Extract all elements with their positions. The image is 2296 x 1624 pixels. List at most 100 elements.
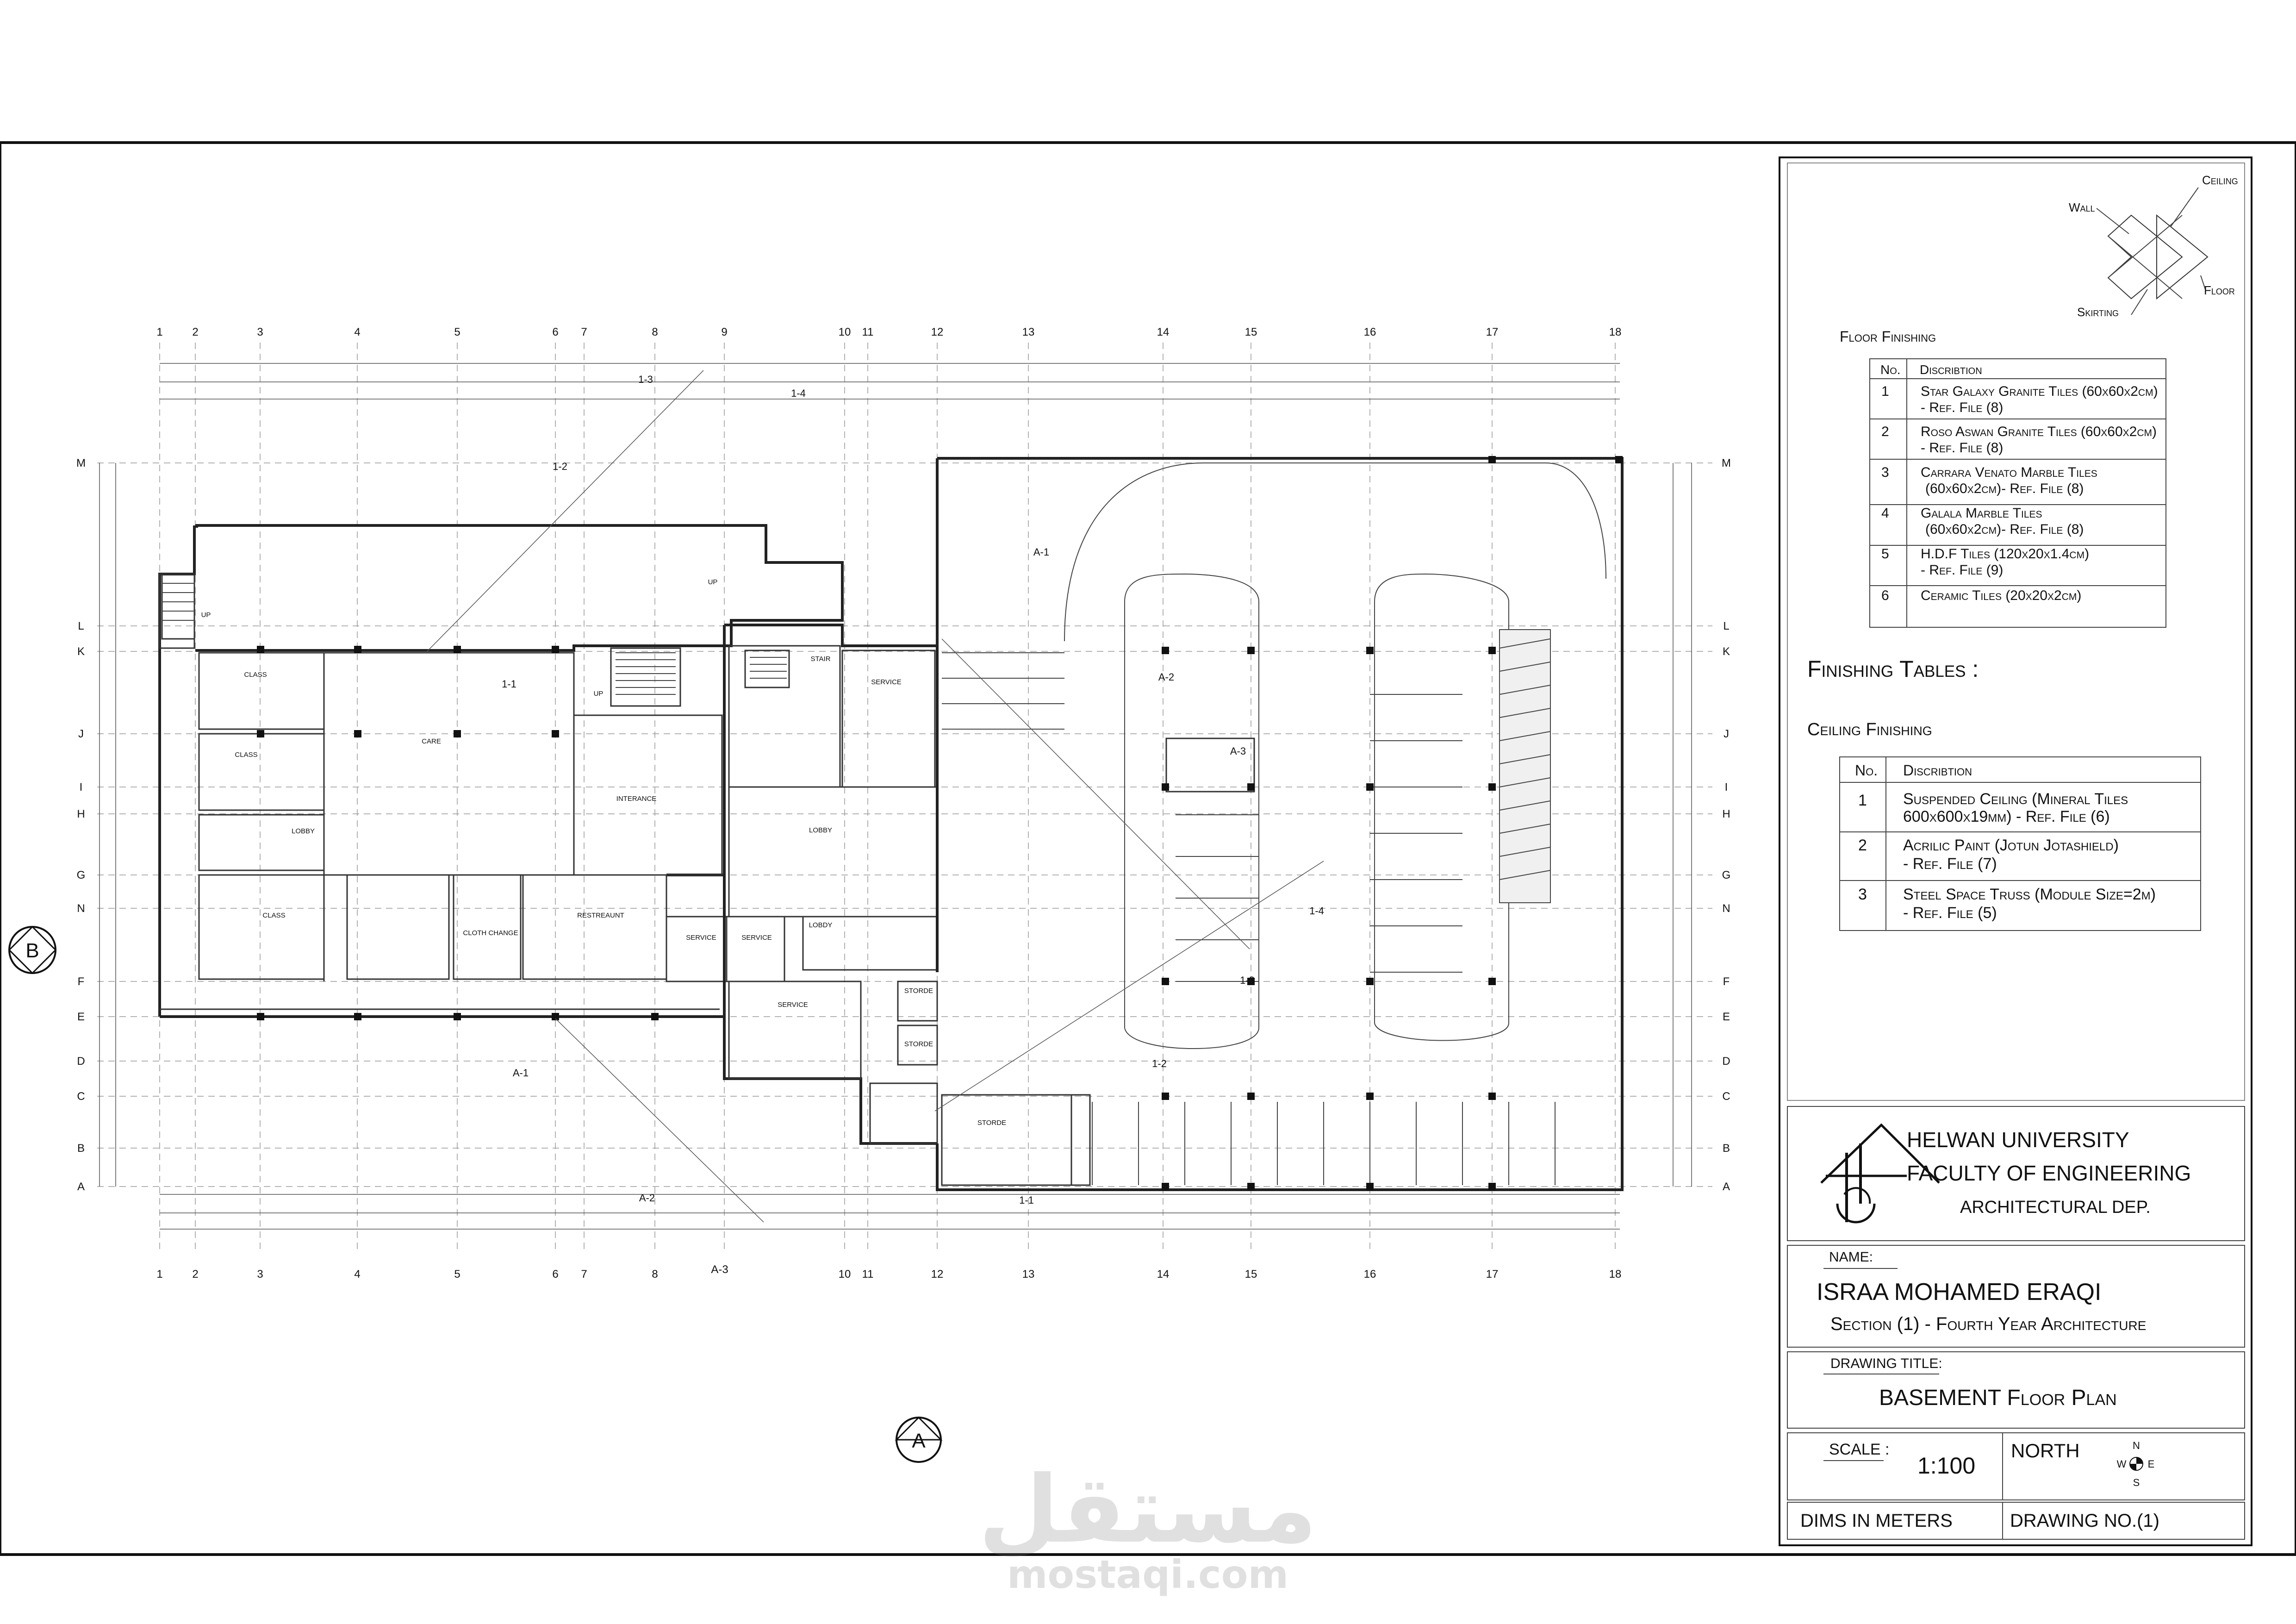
grid-row-label: N [77, 902, 85, 915]
room-label-service: SERVICE [686, 934, 716, 942]
room-label-up: UP [201, 611, 211, 619]
watermark-latin: mostaqi.com [1007, 1552, 1288, 1597]
section-label: 1-3 [638, 374, 653, 385]
grid-row-label: D [1722, 1055, 1730, 1068]
grid-col-label: 4 [354, 326, 360, 338]
grid-row-label: D [77, 1055, 85, 1068]
grid-col-label: 16 [1364, 326, 1376, 338]
elevation-marker-a: A [895, 1416, 943, 1463]
name-label: NAME: [1829, 1249, 1873, 1265]
table-cell-description: Suspended Ceiling (Mineral Tiles [1903, 790, 2128, 808]
grid-row-labels-left: M L K J I H G N F E D C B A [76, 457, 86, 1193]
grid-col-label: 17 [1486, 326, 1499, 338]
table-cell-description: Galala Marble Tiles [1921, 506, 2042, 521]
legend-skirting-label: Skirting [2077, 305, 2119, 319]
grid-row-label: H [77, 808, 85, 820]
compass-w: W [2117, 1458, 2127, 1470]
grid-col-label: 5 [454, 1268, 460, 1280]
stair-west [610, 647, 681, 707]
table-cell-description: Acrilic Paint (Jotun Jotashield) [1903, 837, 2119, 854]
marker-letter: A [912, 1430, 926, 1452]
compass-s: S [2133, 1477, 2140, 1488]
grid-row-label: B [77, 1142, 85, 1155]
table-cell-description: Star Galaxy Granite Tiles (60x60x2cm) [1921, 384, 2158, 399]
watermark: مستقل mostaqi.com [978, 1456, 1317, 1597]
grid-col-label: 18 [1609, 1268, 1622, 1280]
grid-row-label: M [76, 457, 86, 469]
faculty-name: FACULTY OF ENGINEERING [1907, 1161, 2191, 1185]
finish-legend-symbol: Ceiling Wall Floor Skirting [2069, 173, 2238, 319]
room-label-up: UP [708, 578, 718, 586]
room-label-storde: STORDE [977, 1119, 1006, 1127]
grid-row-label: E [77, 1011, 85, 1023]
grid-col-label: 15 [1245, 1268, 1257, 1280]
section-label: A-3 [711, 1263, 728, 1276]
room-label-service: SERVICE [741, 934, 772, 942]
section-label: 1-2 [553, 461, 567, 472]
grid-col-label: 4 [354, 1268, 360, 1280]
table-cell-description: - Ref. File (7) [1903, 855, 1997, 873]
grid-col-label: 6 [552, 1268, 558, 1280]
ceiling-finishing-table: Ceiling Finishing No. Discribtion 1 Susp… [1807, 720, 2201, 931]
grid-col-label: 18 [1609, 326, 1622, 338]
section-label: 1-1 [1019, 1194, 1034, 1206]
drawing-number: DRAWING NO.(1) [2010, 1511, 2159, 1531]
dimension-chains [99, 363, 1692, 1230]
section-label: A-1 [1033, 546, 1049, 558]
table-cell-description: H.D.F Tiles (120x20x1.4cm) [1921, 546, 2089, 562]
central-block-walls [723, 624, 939, 1145]
table-cell-description: - Ref. File (9) [1921, 562, 2003, 578]
department-name: ARCHITECTURAL DEP. [1960, 1198, 2151, 1217]
room-label-care: CARE [422, 737, 441, 745]
table-cell-no: 2 [1858, 837, 1867, 854]
grid-row-label: I [1725, 781, 1728, 793]
grid-row-label: C [77, 1090, 85, 1103]
compass-n: N [2133, 1440, 2140, 1451]
room-label-restaurant: RESTREAUNT [577, 912, 624, 919]
grid-row-label: F [1723, 975, 1730, 988]
section-label: A-1 [513, 1067, 529, 1079]
section-label: 1-4 [791, 387, 806, 399]
table-cell-description: (60x60x2cm)- Ref. File (8) [1925, 522, 2084, 537]
title-block: HELWAN UNIVERSITY FACULTY OF ENGINEERING… [1787, 1106, 2245, 1540]
scale-label: SCALE : [1829, 1441, 1889, 1458]
section-label: A-2 [1158, 671, 1174, 683]
grid-col-label: 14 [1157, 326, 1170, 338]
grid-row-label: H [1722, 808, 1730, 820]
section-label: 1-1 [502, 678, 516, 690]
table-cell-description: Ceramic Tiles (20x20x2cm) [1921, 588, 2081, 603]
table-header-description: Discribtion [1903, 762, 1972, 779]
room-label-class: CLASS [235, 751, 257, 759]
room-label-cloth-change: CLOTH CHANGE [463, 929, 518, 937]
table-cell-description: - Ref. File (5) [1903, 904, 1997, 922]
grid-col-label: 5 [454, 326, 460, 338]
table-cell-description: 600x600x19mm) - Ref. File (6) [1903, 808, 2110, 825]
table-cell-description: Carrara Venato Marble Tiles [1921, 465, 2097, 480]
room-label-up: UP [594, 690, 604, 698]
north-label: NORTH [2011, 1440, 2080, 1462]
grid-col-label: 10 [839, 326, 851, 338]
section-cut-lines [425, 370, 1324, 1223]
parking-block [936, 457, 1624, 1191]
grid-lines [97, 343, 1712, 1250]
grid-row-label: K [1723, 645, 1730, 658]
panel-top-frame [1787, 162, 2245, 1101]
grid-col-label: 2 [192, 1268, 198, 1280]
grid-row-label: B [1723, 1142, 1730, 1155]
grid-col-label: 7 [581, 1268, 587, 1280]
table-header-no: No. [1855, 762, 1878, 779]
grid-row-label: A [1723, 1181, 1730, 1193]
grid-row-label: N [1722, 902, 1730, 915]
ceiling-finishing-title: Ceiling Finishing [1807, 720, 1932, 739]
section-label: A-3 [1230, 745, 1246, 757]
room-label-interance: INTERANCE [616, 795, 657, 803]
grid-row-label: J [1724, 728, 1729, 740]
finishing-tables-title: Finishing Tables : [1807, 656, 1979, 682]
table-cell-description: - Ref. File (8) [1921, 400, 2003, 415]
grid-col-label: 11 [862, 1268, 874, 1280]
table-cell-description: Steel Space Truss (Module Size=2m) [1903, 886, 2156, 903]
grid-row-label: M [1722, 457, 1731, 469]
table-cell-no: 6 [1881, 588, 1889, 603]
table-cell-no: 3 [1858, 886, 1867, 903]
